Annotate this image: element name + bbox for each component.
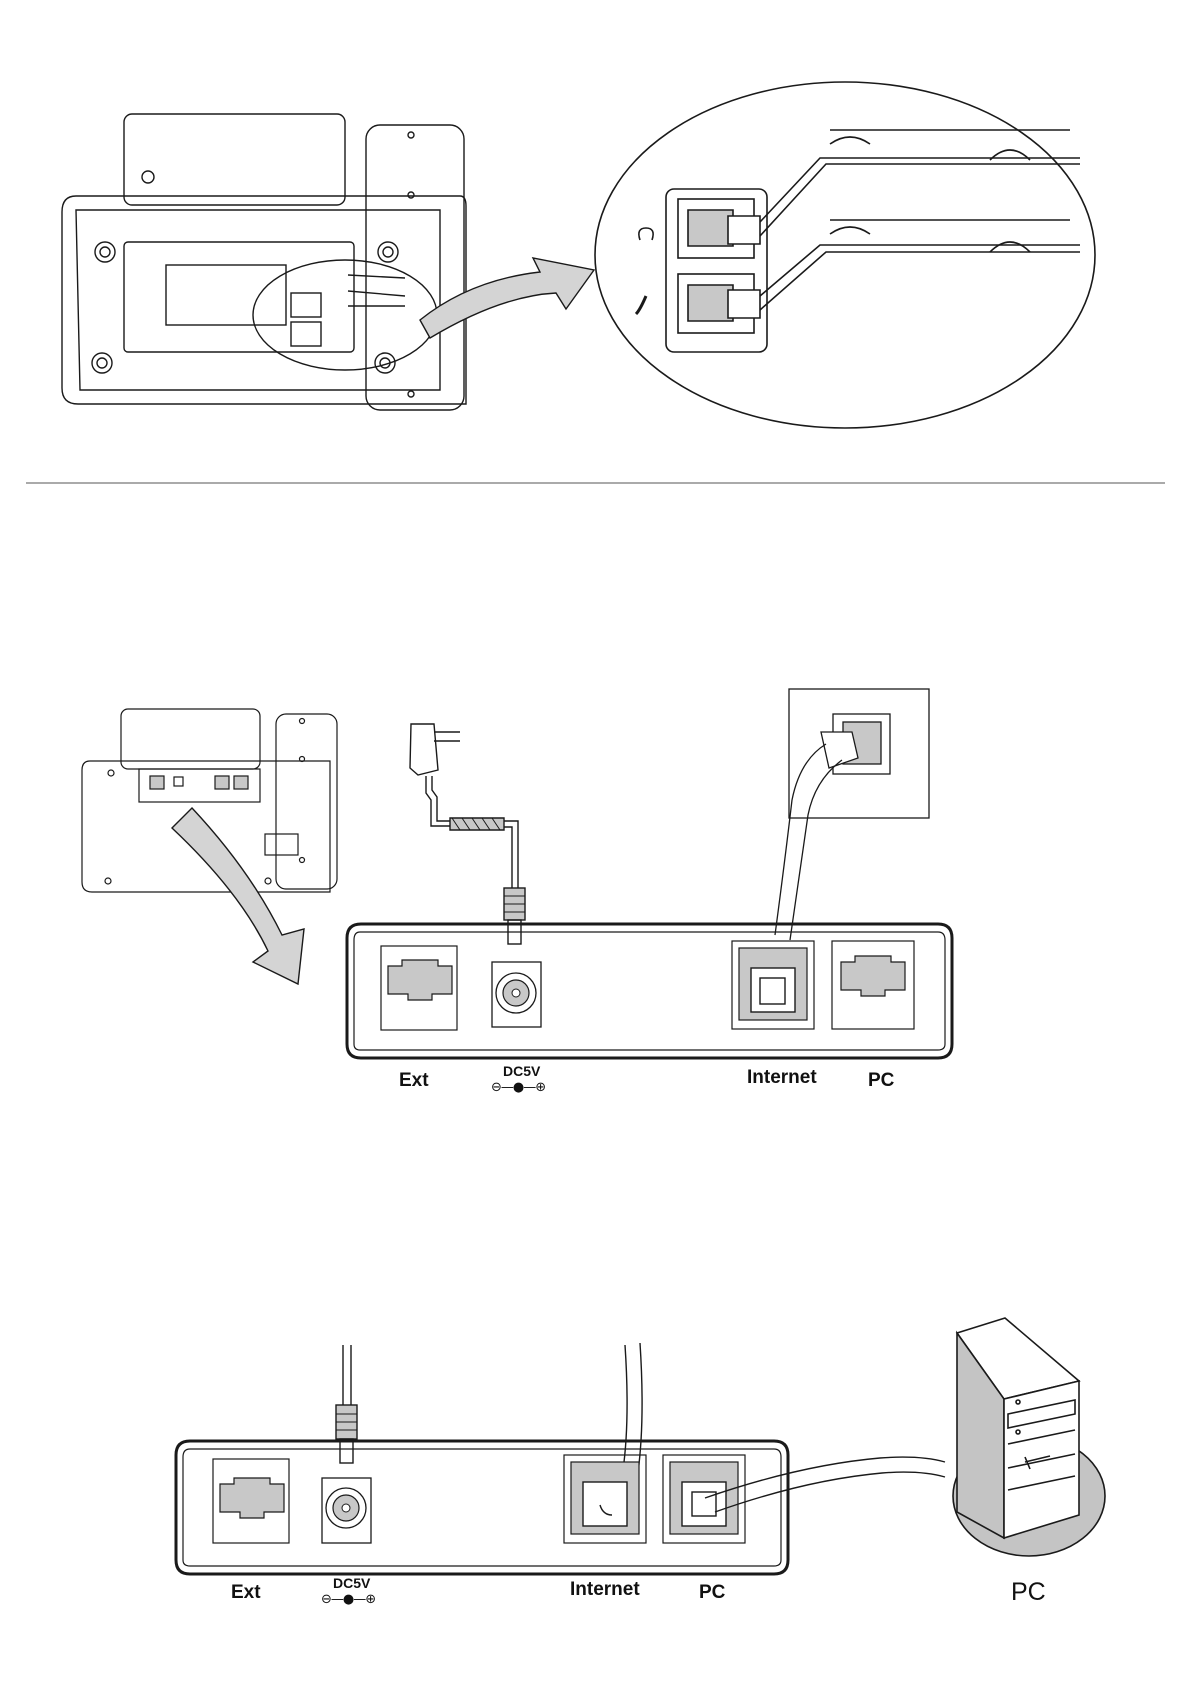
ext-port-label-2: Ext (231, 1582, 261, 1604)
computer-tower (953, 1318, 1105, 1556)
zoom-arrow (420, 258, 594, 338)
pc-port-label: PC (868, 1070, 894, 1092)
internet-port-label-2: Internet (570, 1579, 640, 1601)
port-panel (347, 924, 952, 1058)
pc-port-label-2: PC (699, 1582, 725, 1604)
wall-jack (775, 689, 929, 940)
dc-polarity-symbol: ⊖—●—⊕ (491, 1080, 545, 1095)
dc-port-label: DC5V (503, 1063, 540, 1079)
pc-cable (705, 1457, 945, 1512)
dc-port-label-2: DC5V (333, 1575, 370, 1591)
internet-port-label: Internet (747, 1067, 817, 1089)
power-adapter (410, 724, 525, 944)
dc-polarity-symbol-2: ⊖—●—⊕ (321, 1592, 375, 1607)
power-cable-2 (336, 1345, 357, 1463)
computer-label: PC (1011, 1578, 1046, 1607)
phone-rear-view-top (62, 114, 466, 410)
zoom-circle (595, 82, 1095, 428)
ext-port-label: Ext (399, 1070, 429, 1092)
port-panel-2 (176, 1441, 788, 1574)
